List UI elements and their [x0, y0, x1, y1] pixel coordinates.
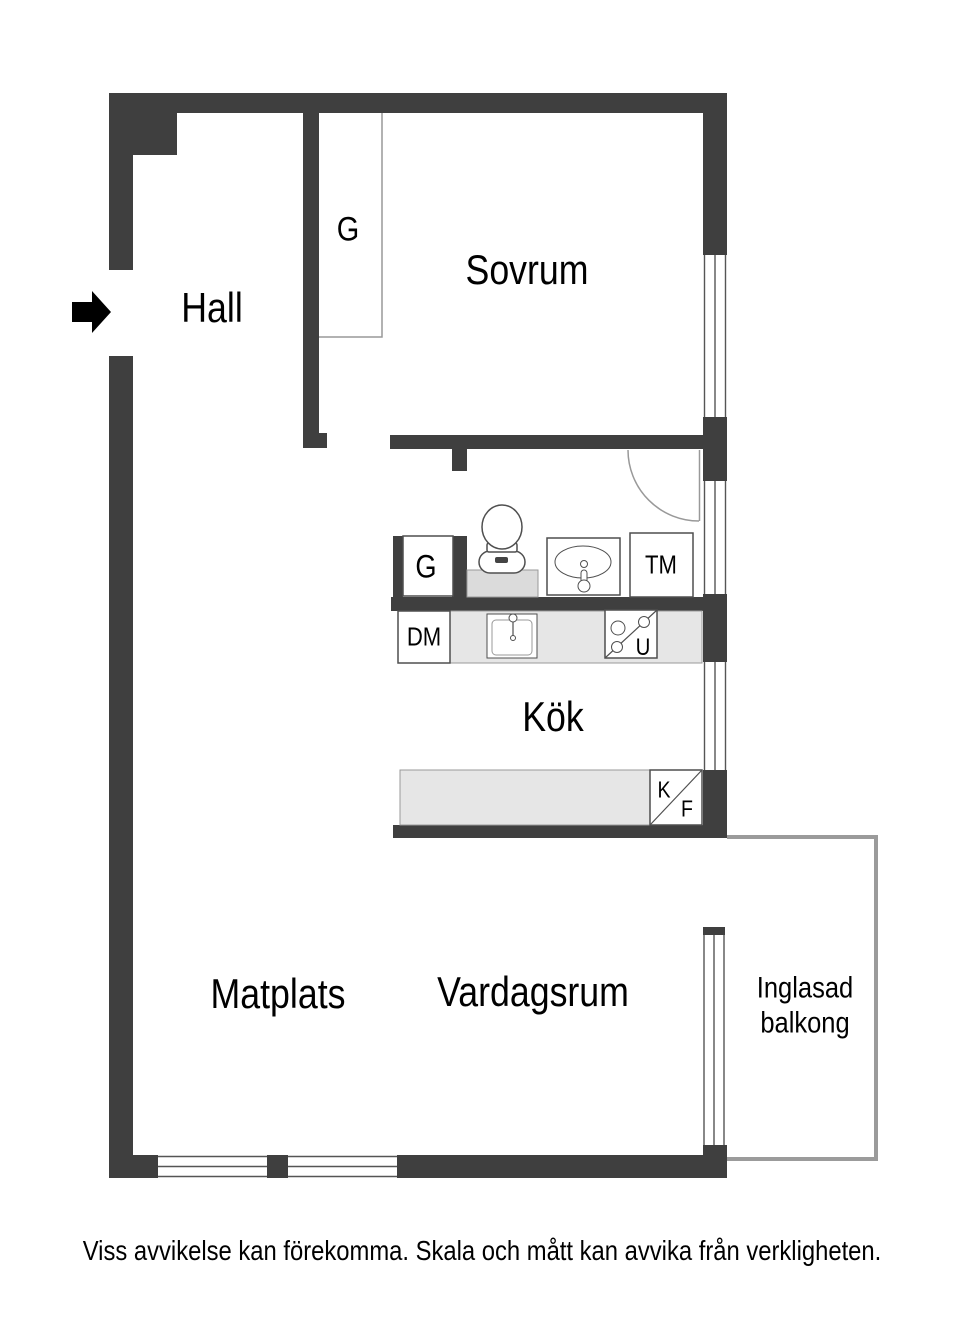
room-label-matplats: Matplats	[210, 970, 346, 1017]
exterior-wall-top	[109, 93, 727, 113]
stove-burner-2	[638, 616, 650, 628]
window-bottom-left-2	[288, 1155, 397, 1178]
balcony-outline	[727, 835, 878, 1161]
dishwasher-box	[397, 610, 451, 664]
toilet-flush-button	[495, 557, 508, 563]
freezer-label: F	[681, 795, 693, 822]
dishwasher-label: DM	[406, 621, 442, 652]
bathroom-door-swing	[627, 449, 700, 522]
room-label-vardagsrum: Vardagsrum	[437, 968, 629, 1015]
washing-machine-box	[629, 532, 694, 598]
interior-wall-sovrum-bottom	[390, 435, 727, 449]
room-label-sovrum: Sovrum	[465, 246, 589, 293]
closet-label-bath: G	[415, 548, 437, 585]
interior-wall-bath-bottom	[391, 597, 727, 611]
exterior-wall-bottom-seg2	[397, 1155, 727, 1178]
washing-machine-label: TM	[645, 549, 677, 580]
closet-label-hall: G	[336, 210, 360, 249]
interior-wall-bath-closet	[393, 536, 403, 597]
entrance-arrow-icon	[72, 291, 111, 333]
room-label-balkong: Inglasad balkong	[756, 971, 854, 1040]
closet-outline-hall	[319, 113, 383, 338]
interior-wall-hall	[303, 113, 319, 448]
disclaimer-text: Viss avvikelse kan förekomma. Skala och …	[82, 1235, 882, 1266]
exterior-wall-left-upper	[109, 93, 133, 270]
room-label-kok: Kök	[522, 693, 584, 740]
window-bathroom	[703, 481, 727, 594]
exterior-wall-right-e	[703, 1145, 727, 1178]
oven-label: U	[635, 634, 651, 661]
kitchen-counter-lower	[399, 769, 651, 826]
exterior-wall-right-a	[703, 93, 727, 255]
window-bottom-left-1	[158, 1155, 267, 1178]
interior-wall-hall-foot	[317, 433, 327, 448]
kitchen-sink-tap-dot	[510, 635, 516, 641]
stove-burner-1	[610, 620, 626, 636]
exterior-wall-bottom-pier	[267, 1155, 288, 1178]
closet-box-bath	[402, 535, 454, 597]
interior-wall-kitchen-bottom	[393, 825, 723, 838]
sink-faucet-handle	[580, 560, 588, 568]
exterior-wall-left-lower	[109, 356, 133, 1178]
window-livingroom-balcony	[703, 935, 725, 1145]
room-label-hall: Hall	[181, 284, 243, 331]
toilet-platform	[466, 569, 539, 598]
window-kitchen	[703, 662, 727, 770]
window-sovrum	[703, 255, 727, 417]
interior-wall-bath-west	[452, 536, 467, 597]
toilet-bowl	[481, 504, 523, 550]
exterior-wall-bottom-seg1	[109, 1155, 158, 1178]
stove-burner-3	[611, 641, 623, 653]
sink-drain	[577, 579, 591, 593]
kitchen-sink-tap-head	[508, 613, 518, 623]
fridge-label: K	[657, 776, 671, 803]
balcony-window-cap-top	[703, 927, 725, 935]
fridge-freezer-divider	[649, 769, 703, 826]
interior-wall-bath-door-stub	[452, 448, 467, 471]
